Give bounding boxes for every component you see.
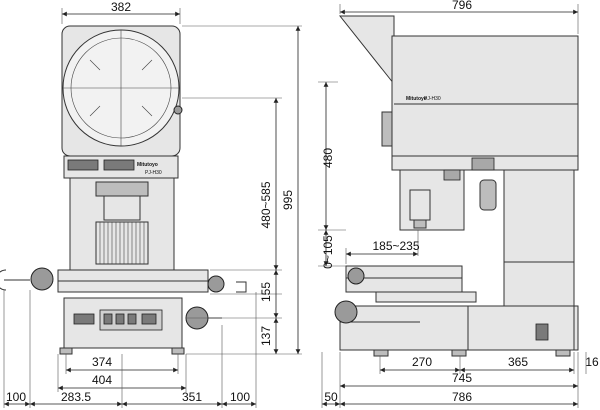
- front-screen-clip: [141, 105, 153, 117]
- front-stage-knob-right: [207, 275, 225, 293]
- side-lamp-housing: [479, 179, 497, 211]
- side-base-right-label: 365: [508, 355, 528, 369]
- front-panel-display: [103, 159, 135, 171]
- front-panel-display: [67, 159, 99, 171]
- side-head-housing: [391, 35, 579, 157]
- front-left-width-label: 283.5: [61, 390, 91, 404]
- front-panel-logo: Mitutoyo: [137, 162, 158, 168]
- side-foot-front: [373, 349, 389, 357]
- side-front-offset-label: 50: [324, 390, 338, 404]
- front-screen-clip: [89, 105, 101, 117]
- front-base-outer-width-label: 404: [92, 373, 112, 387]
- front-width-top-label: 382: [111, 0, 131, 14]
- front-right-width-label: 351: [182, 390, 202, 404]
- front-lens-turret: [95, 181, 149, 197]
- side-view: Mitutoyo PJ-H30 796: [318, 0, 599, 408]
- side-power-switch: [535, 323, 549, 341]
- front-stage-height-label: 155: [259, 282, 273, 302]
- front-base-inner-width-label: 374: [92, 355, 112, 369]
- side-foot-rear: [555, 349, 571, 357]
- front-screen-knob: [173, 105, 183, 115]
- side-total-depth-label: 786: [452, 390, 472, 404]
- side-focus-knob: [334, 300, 358, 324]
- front-view: Mitutoyo PJ-H30: [0, 0, 302, 408]
- side-screen-edge: [381, 111, 393, 147]
- side-rear-offset-label: 16: [585, 355, 599, 369]
- front-right-offset-label: 100: [230, 390, 250, 404]
- front-screen-range-label: 480~585: [259, 181, 273, 228]
- side-vertical-travel-label: 0~105: [321, 235, 335, 269]
- side-panel-logo: Mitutoyo: [406, 96, 427, 102]
- side-lens: [409, 189, 431, 221]
- front-knob-travel-left: [0, 269, 7, 291]
- front-base-height-label: 137: [259, 326, 273, 346]
- side-screen-height-label: 480: [321, 148, 335, 168]
- front-screen-clip: [89, 59, 101, 71]
- front-lens: [103, 195, 141, 221]
- side-width-top-label: 796: [452, 0, 472, 12]
- side-lens-tip: [413, 219, 427, 229]
- front-height-total-label: 995: [281, 190, 295, 210]
- front-stage-knob-left: [30, 267, 54, 291]
- side-stage: [345, 265, 463, 293]
- side-foot-middle: [451, 349, 467, 357]
- side-stage-knob: [347, 267, 365, 285]
- side-base-rear-panel: [467, 305, 575, 351]
- side-panel-model: PJ-H30: [424, 96, 441, 102]
- front-panel-model: PJ-H30: [145, 170, 162, 176]
- front-foot-left: [59, 347, 73, 355]
- front-base-label: [73, 313, 95, 325]
- side-base-width-label: 745: [452, 371, 472, 385]
- side-base-left-label: 270: [412, 355, 432, 369]
- side-stage-travel-label: 185~235: [372, 239, 419, 253]
- side-hood: [338, 15, 395, 86]
- front-knob-clearance-right: [236, 281, 247, 293]
- front-screen-clip: [141, 59, 153, 71]
- front-bellows: [95, 221, 149, 265]
- front-left-offset-label: 100: [6, 390, 26, 404]
- front-foot-right: [171, 347, 185, 355]
- side-rear-column-lower: [503, 261, 575, 307]
